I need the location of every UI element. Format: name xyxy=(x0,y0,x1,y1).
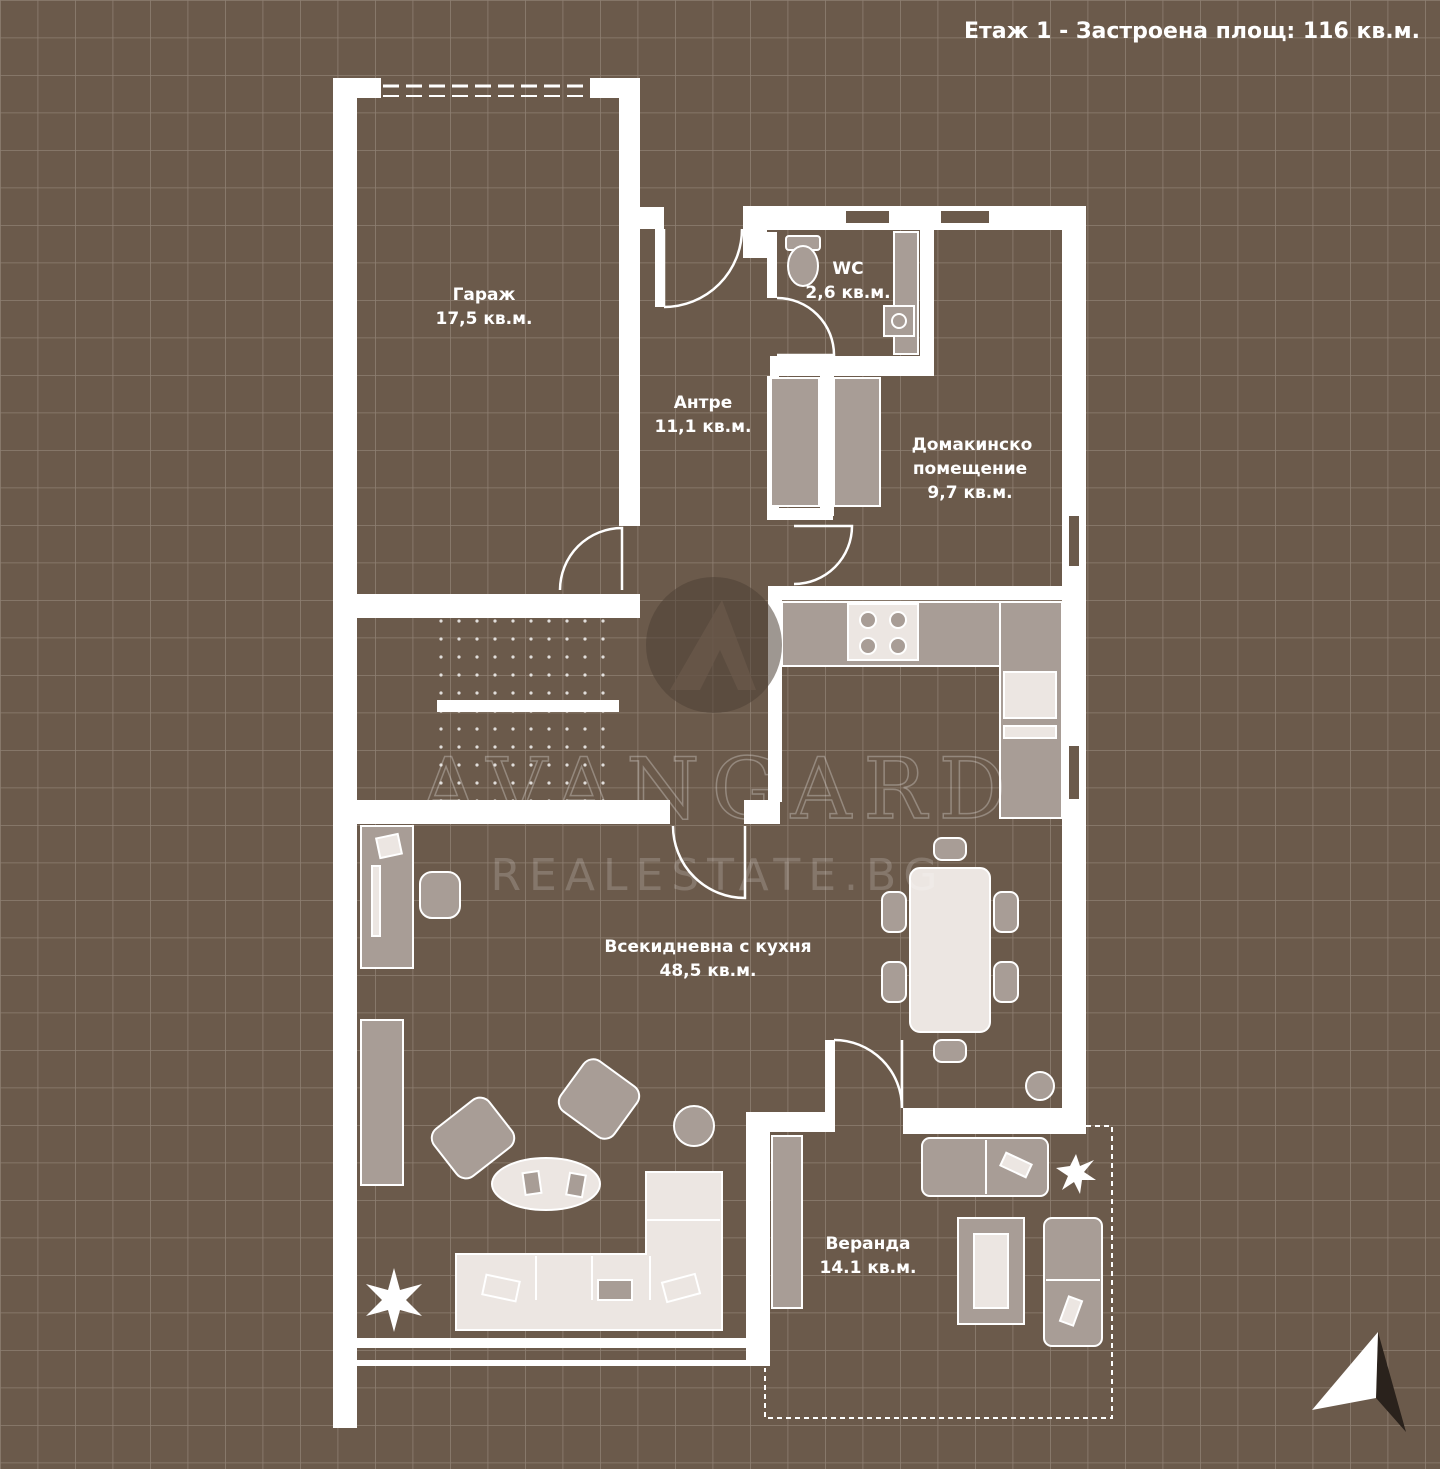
living-area: 48,5 кв.м. xyxy=(660,961,757,981)
watermark-brand: AVANGARD xyxy=(417,740,1018,838)
watermark: AVANGARD REALESTATE.BG xyxy=(416,577,1018,901)
wc-name: WC xyxy=(832,259,863,279)
wardrobes xyxy=(770,377,881,507)
hall-area: 11,1 кв.м. xyxy=(655,417,752,437)
veranda-name: Веранда xyxy=(825,1234,910,1254)
staircase xyxy=(437,618,619,800)
veranda-furniture xyxy=(771,1071,1103,1347)
dining-set xyxy=(881,837,1019,1063)
plan-title: Етаж 1 - Застроена площ: 116 кв.м. xyxy=(964,19,1420,44)
kitchen-units xyxy=(781,601,1063,819)
walls xyxy=(333,78,1113,1428)
watermark-site: REALESTATE.BG xyxy=(490,850,945,901)
veranda-area: 14.1 кв.м. xyxy=(820,1258,917,1278)
desk xyxy=(360,825,461,969)
wc-area: 2,6 кв.м. xyxy=(805,283,890,303)
north-arrow-icon xyxy=(1312,1332,1406,1432)
wc-fixtures xyxy=(785,231,919,355)
garage-area: 17,5 кв.м. xyxy=(436,309,533,329)
utility-name-1: Домакинско xyxy=(912,435,1033,455)
living-furniture xyxy=(360,1019,723,1332)
utility-name-2: помещение xyxy=(913,459,1027,479)
garage-name: Гараж xyxy=(453,285,516,305)
utility-area: 9,7 кв.м. xyxy=(927,483,1012,503)
hall-name: Антре xyxy=(674,393,732,413)
doors xyxy=(558,228,904,1109)
living-name: Всекидневна с кухня xyxy=(604,937,811,957)
